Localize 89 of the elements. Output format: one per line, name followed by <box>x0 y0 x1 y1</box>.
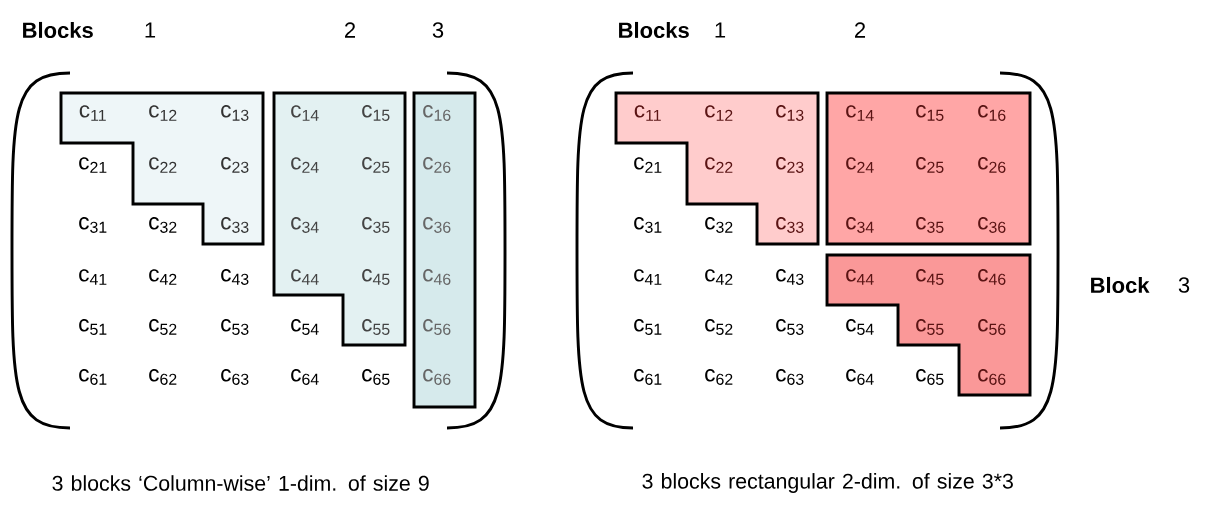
matrix-entry: c$_{51}$ <box>79 319 107 335</box>
matrix-entry: c$_{62}$ <box>149 369 177 385</box>
matrix-entry: c$_{34}$ <box>846 217 874 233</box>
matrix-entry: c$_{31}$ <box>634 217 662 233</box>
matrix-entry: c$_{45}$ <box>362 269 390 285</box>
matrix-entry: c$_{13}$ <box>221 105 249 121</box>
matrix-entry: c$_{53}$ <box>221 319 249 335</box>
block-heading: Block <box>1091 276 1150 294</box>
matrix-entry: c$_{21}$ <box>634 157 662 173</box>
block-number: 1 <box>715 22 726 38</box>
matrix-entry: c$_{53}$ <box>776 319 804 335</box>
matrix-block <box>825 253 1032 397</box>
matrix-entry: c$_{35}$ <box>916 217 944 233</box>
matrix-entry: c$_{41}$ <box>79 269 107 285</box>
matrix-block <box>59 91 265 246</box>
matrix-entry: c$_{55}$ <box>916 319 944 335</box>
matrix-entry: c$_{52}$ <box>705 319 733 335</box>
matrix-entry: c$_{45}$ <box>916 269 944 285</box>
matrix-entry: c$_{11}$ <box>634 105 661 121</box>
matrix-entry: c$_{56}$ <box>978 319 1006 335</box>
matrix-entry: c$_{65}$ <box>362 369 390 385</box>
matrix-entry: c$_{23}$ <box>776 157 804 173</box>
matrix-entry: c$_{15}$ <box>916 105 944 121</box>
matrix-entry: c$_{14}$ <box>846 105 874 121</box>
matrix-entry: c$_{25}$ <box>916 157 944 173</box>
matrix-entry: c$_{61}$ <box>634 369 662 385</box>
block-heading: Blocks <box>23 21 93 39</box>
matrix-entry: c$_{33}$ <box>776 217 804 233</box>
block-number: 2 <box>345 22 355 38</box>
matrix-entry: c$_{35}$ <box>362 217 390 233</box>
matrix-entry: c$_{63}$ <box>221 369 249 385</box>
matrix-entry: c$_{24}$ <box>846 157 874 173</box>
matrix-entry: c$_{34}$ <box>291 217 319 233</box>
matrix-entry: c$_{21}$ <box>79 157 107 173</box>
matrix-entry: c$_{42}$ <box>149 269 177 285</box>
matrix-entry: c$_{51}$ <box>634 319 662 335</box>
matrix-entry: c$_{16}$ <box>423 105 451 121</box>
matrix-entry: c$_{26}$ <box>978 157 1006 173</box>
matrix-entry: c$_{41}$ <box>634 269 662 285</box>
matrix-entry: c$_{43}$ <box>221 269 249 285</box>
matrix-entry: c$_{64}$ <box>846 369 874 385</box>
matrix-entry: c$_{14}$ <box>291 105 319 121</box>
block-number: 3 <box>1178 277 1190 293</box>
matrix-entry: c$_{15}$ <box>362 105 390 121</box>
matrix-entry: c$_{33}$ <box>221 217 249 233</box>
matrix-entry: c$_{11}$ <box>79 105 106 121</box>
matrix-entry: c$_{43}$ <box>776 269 804 285</box>
caption: 3 blocks ‘Column-wise’ 1-dim. of size 9 <box>52 475 429 491</box>
matrix-entry: c$_{26}$ <box>423 157 451 173</box>
matrix-entry: c$_{36}$ <box>423 217 451 233</box>
matrix-entry: c$_{61}$ <box>79 369 107 385</box>
matrix-entry: c$_{12}$ <box>705 105 733 121</box>
matrix-entry: c$_{65}$ <box>916 369 944 385</box>
matrix-entry: c$_{66}$ <box>978 369 1006 385</box>
matrix-entry: c$_{44}$ <box>846 269 874 285</box>
matrix-entry: c$_{44}$ <box>291 269 319 285</box>
matrix-entry: c$_{32}$ <box>705 217 733 233</box>
matrix-entry: c$_{12}$ <box>149 105 177 121</box>
matrix-block <box>412 91 477 409</box>
matrix-entry: c$_{55}$ <box>362 319 390 335</box>
matrix-entry: c$_{63}$ <box>776 369 804 385</box>
matrix-block <box>272 91 407 347</box>
matrix-entry: c$_{32}$ <box>149 217 177 233</box>
matrix-entry: c$_{22}$ <box>149 157 177 173</box>
matrix-entry: c$_{52}$ <box>149 319 177 335</box>
matrix-entry: c$_{24}$ <box>291 157 319 173</box>
block-number: 1 <box>145 22 156 38</box>
matrix-entry: c$_{25}$ <box>362 157 390 173</box>
matrix-entry: c$_{46}$ <box>978 269 1006 285</box>
matrix-entry: c$_{62}$ <box>705 369 733 385</box>
block-heading: Blocks <box>619 21 689 39</box>
matrix-block <box>825 91 1032 246</box>
caption: 3 blocks rectangular 2-dim. of size 3*3 <box>642 473 1013 493</box>
matrix-entry: c$_{22}$ <box>705 157 733 173</box>
matrix-entry: c$_{36}$ <box>978 217 1006 233</box>
matrix-entry: c$_{16}$ <box>978 105 1006 121</box>
block-number: 2 <box>855 22 865 38</box>
matrix-entry: c$_{13}$ <box>776 105 804 121</box>
matrix-entry: c$_{66}$ <box>423 369 451 385</box>
matrix-entry: c$_{54}$ <box>291 319 319 335</box>
matrix-block <box>614 91 820 246</box>
matrix-entry: c$_{54}$ <box>846 319 874 335</box>
matrix-entry: c$_{56}$ <box>423 319 451 335</box>
matrix-entry: c$_{64}$ <box>291 369 319 385</box>
matrix-entry: c$_{23}$ <box>221 157 249 173</box>
matrix-entry: c$_{42}$ <box>705 269 733 285</box>
matrix-entry: c$_{46}$ <box>423 269 451 285</box>
block-number: 3 <box>432 22 444 38</box>
matrix-entry: c$_{31}$ <box>79 217 107 233</box>
